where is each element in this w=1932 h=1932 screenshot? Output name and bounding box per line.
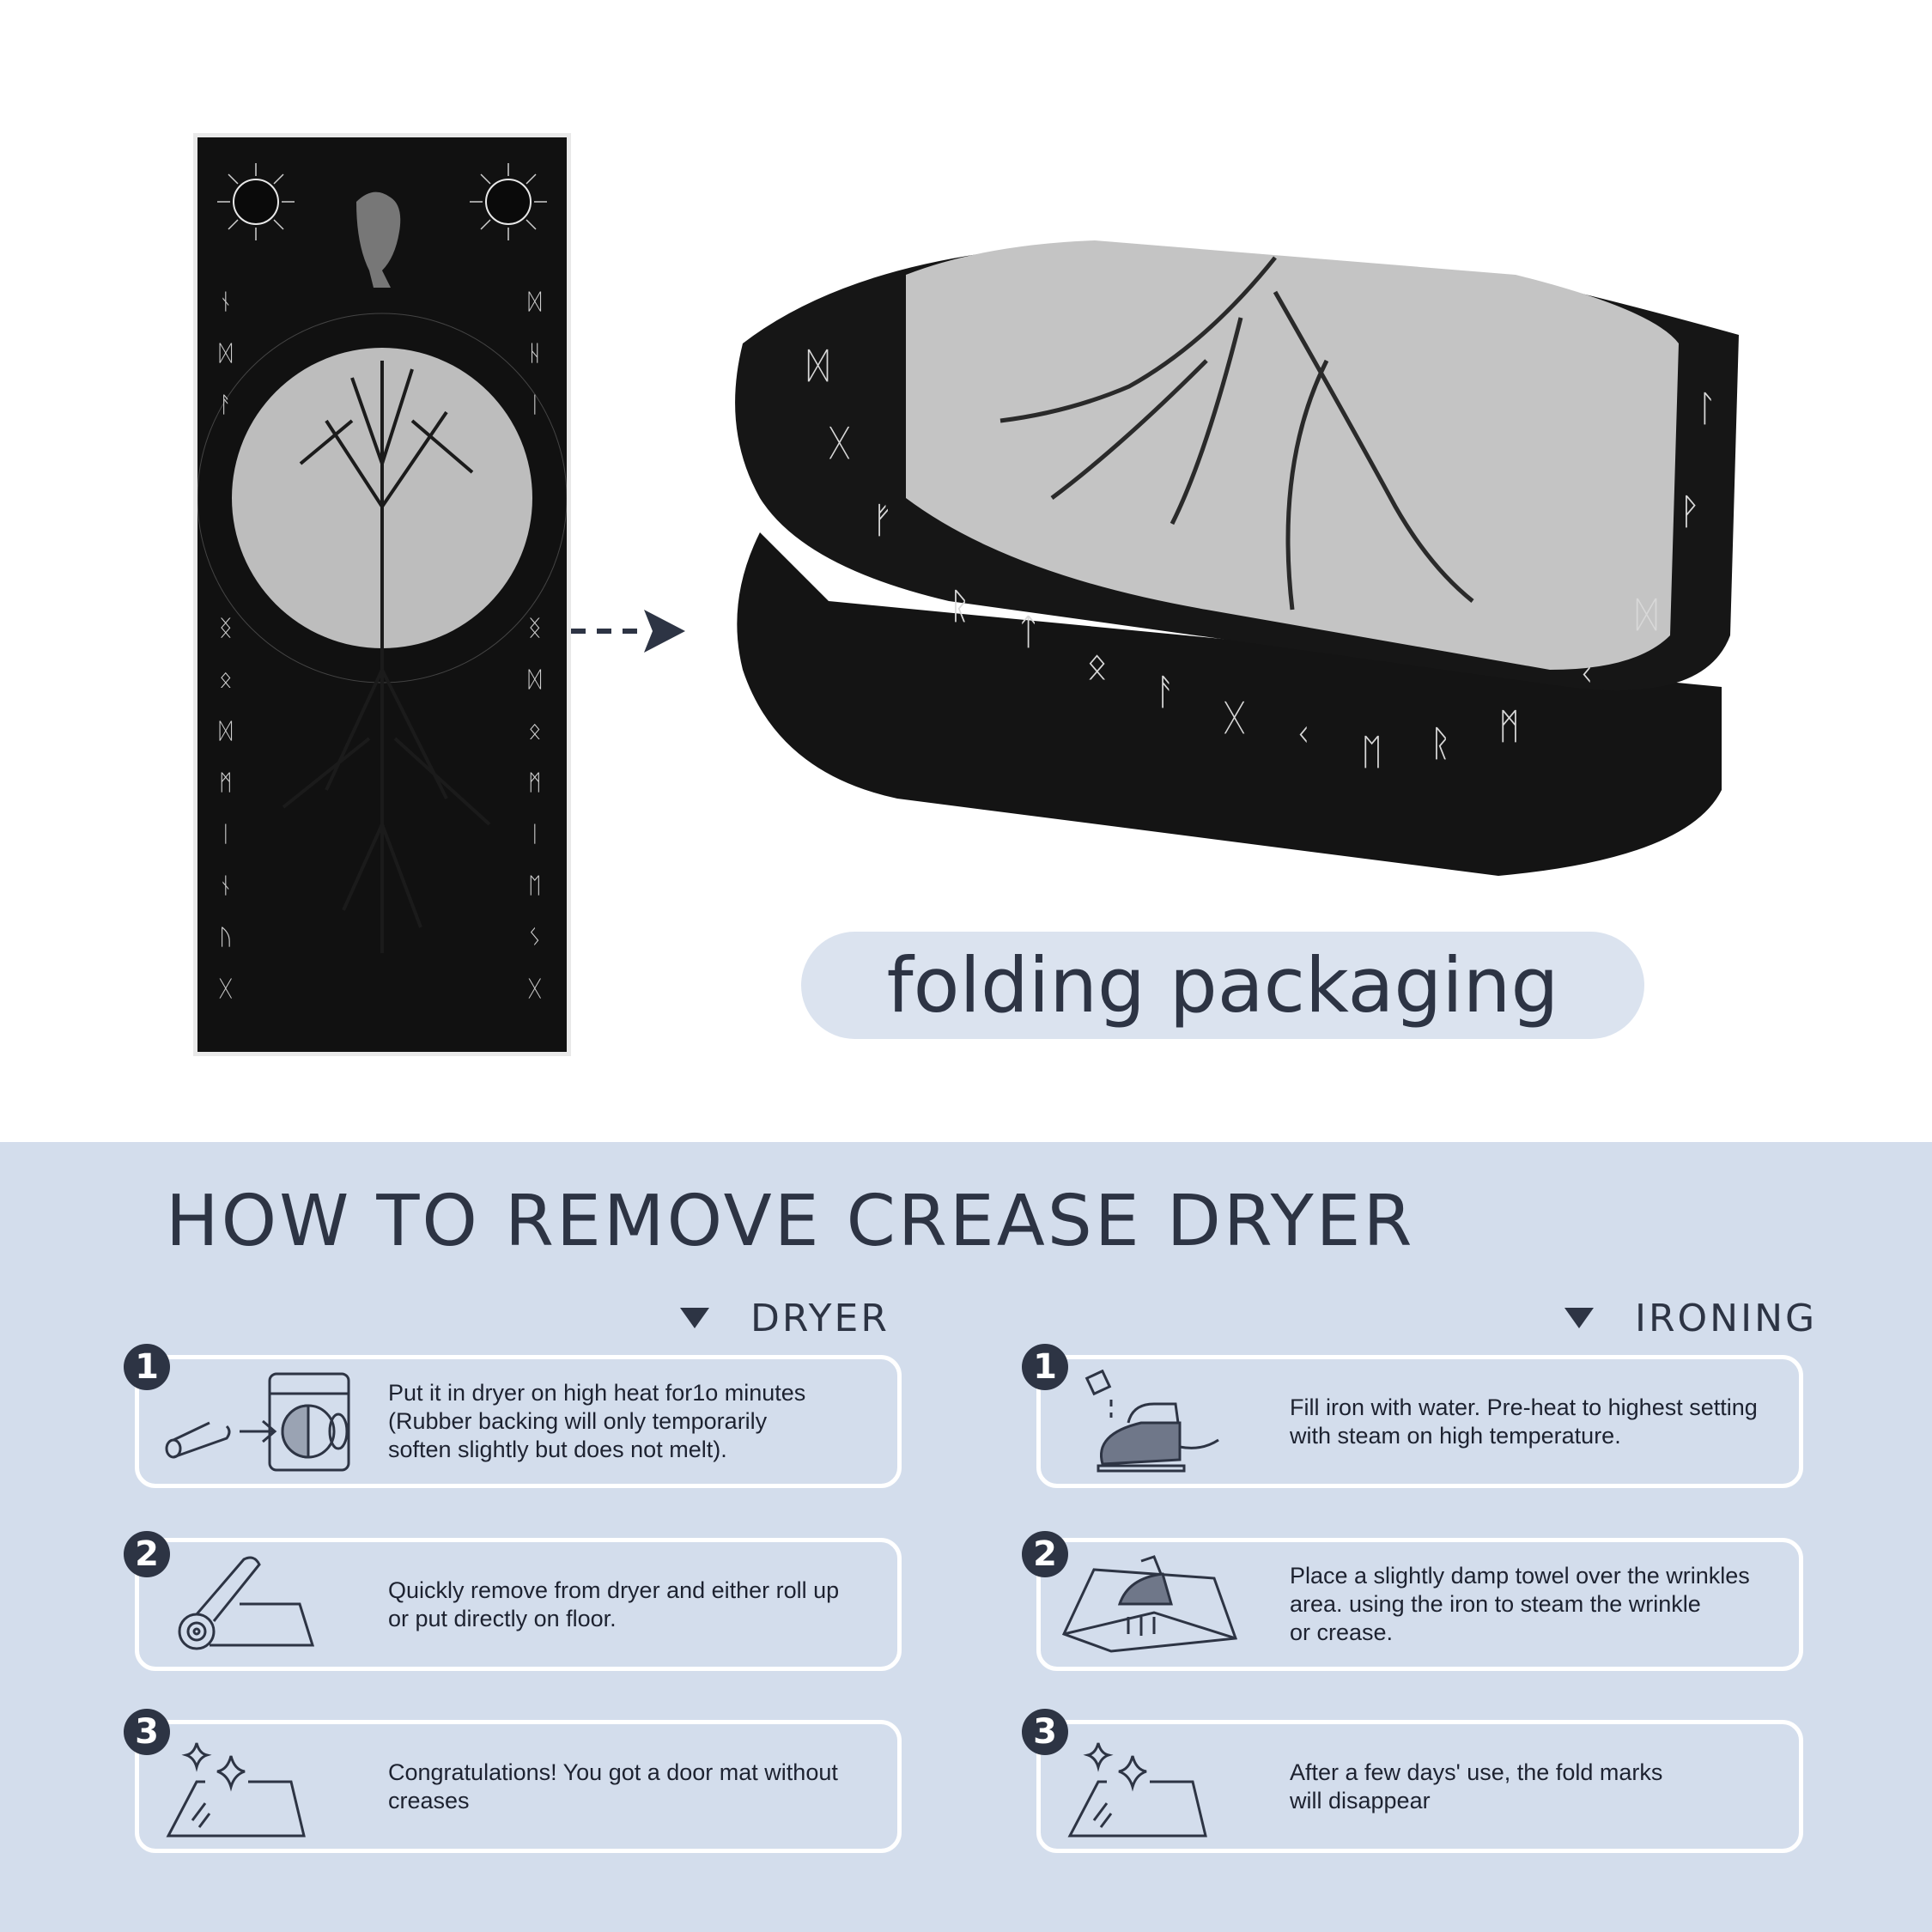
svg-text:ᚲ: ᚲ [1576,653,1597,696]
triangle-down-icon [1564,1308,1594,1328]
section-title: HOW TO REMOVE CREASE DRYER [166,1181,1415,1262]
ironing-step-3-number: 3 [1022,1709,1068,1755]
svg-text:ᛏ: ᛏ [1018,611,1039,653]
svg-text:ᚺ: ᚺ [528,341,542,367]
svg-text:ᛟ: ᛟ [219,667,233,693]
svg-text:ᚷ: ᚷ [528,976,542,1002]
svg-text:ᚨ: ᚨ [219,392,233,418]
svg-text:ᚷ: ᚷ [1224,696,1245,738]
ironing-step-1-card: Fill iron with water. Pre-heat to highes… [1036,1355,1803,1488]
svg-text:ᛞ: ᛞ [528,289,542,315]
dryer-step-2-text: Quickly remove from dryer and either rol… [388,1577,840,1631]
svg-text:ᛟ: ᛟ [1086,645,1108,687]
ironing-step-1-text: Fill iron with water. Pre-heat to highes… [1290,1394,1758,1449]
svg-text:ᛝ: ᛝ [219,616,233,641]
ironing-step-2-card: Place a slightly damp towel over the wri… [1036,1538,1803,1671]
svg-text:ᛞ: ᛞ [219,341,233,367]
arrow-right-icon [571,610,685,653]
dryer-heading-label: DRYER [750,1296,890,1340]
svg-text:ᛞ: ᛞ [807,344,829,386]
svg-text:ᛝ: ᛝ [528,616,542,641]
dryer-step-3-text: Congratulations! You got a door mat with… [388,1759,838,1814]
dryer-machine-icon [165,1372,350,1472]
mat-artwork: ᚾᛞᚨ ᛝᛟᛞ ᛗᛁᚾ ᚢᚷ ᛞᚺᛁ ᛝᛞᛟ ᛗᛁᛖ ᛊᚷ [197,137,568,1052]
svg-text:ᚷ: ᚷ [829,422,850,464]
svg-text:ᚾ: ᚾ [219,289,233,315]
svg-text:ᛗ: ᛗ [1498,705,1520,747]
svg-text:ᛗ: ᛗ [219,770,233,796]
svg-text:ᚠ: ᚠ [872,499,893,541]
svg-text:ᛖ: ᛖ [528,873,542,899]
svg-text:ᛊ: ᛊ [528,925,542,951]
svg-text:ᚷ: ᚷ [219,976,233,1002]
svg-text:ᛁ: ᛁ [528,822,542,848]
sparkle-mat-icon [166,1742,306,1838]
svg-text:ᛗ: ᛗ [528,770,542,796]
svg-text:ᛟ: ᛟ [528,719,542,744]
svg-text:ᛁ: ᛁ [528,392,542,418]
svg-text:ᛚ: ᛚ [1696,387,1717,429]
svg-text:ᛖ: ᛖ [1361,731,1382,773]
svg-text:ᚨ: ᚨ [1155,671,1176,713]
iron-water-icon [1084,1370,1219,1473]
sparkle-mat-icon [1067,1742,1207,1838]
svg-text:ᛞ: ᛞ [528,667,542,693]
dryer-step-1-card: Put it in dryer on high heat for1o minut… [135,1355,902,1488]
svg-text:ᛞ: ᛞ [219,719,233,744]
svg-text:ᛁ: ᛁ [219,822,233,848]
svg-text:ᚱ: ᚱ [949,585,970,627]
svg-text:ᚾ: ᚾ [219,873,233,899]
ironing-heading: IRONING [1564,1297,1817,1340]
ironing-step-1-number: 1 [1022,1344,1068,1390]
triangle-down-icon [680,1308,709,1328]
ironing-step-2-number: 2 [1022,1531,1068,1577]
dryer-heading: DRYER [680,1297,890,1340]
ironing-step-3-text: After a few days' use, the fold marks wi… [1290,1759,1663,1814]
svg-text:ᛞ: ᛞ [1636,593,1657,635]
rolled-mat-icon [178,1556,315,1650]
ironing-step-2-text: Place a slightly damp towel over the wri… [1290,1563,1750,1645]
ironing-step-3-card: After a few days' use, the fold marks wi… [1036,1720,1803,1853]
dryer-step-2-number: 2 [124,1531,170,1577]
ironing-heading-label: IRONING [1635,1296,1818,1340]
folding-packaging-label: folding packaging [801,932,1644,1039]
dryer-step-2-card: Quickly remove from dryer and either rol… [135,1538,902,1671]
iron-towel-icon [1061,1555,1238,1653]
svg-text:ᚢ: ᚢ [219,925,233,951]
svg-text:ᚱ: ᚱ [1430,722,1451,764]
dryer-step-1-number: 1 [124,1344,170,1390]
dryer-step-3-number: 3 [124,1709,170,1755]
svg-text:ᚹ: ᚹ [1679,490,1700,532]
dryer-step-1-text: Put it in dryer on high heat for1o minut… [388,1380,806,1462]
dryer-step-3-card: Congratulations! You got a door mat with… [135,1720,902,1853]
svg-text:ᚲ: ᚲ [1292,714,1314,756]
